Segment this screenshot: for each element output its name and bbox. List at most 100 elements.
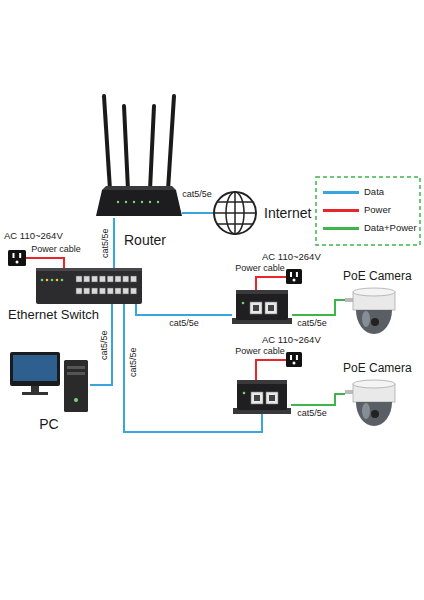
router-antenna: [124, 106, 128, 190]
power-outlet: AC 110~264V: [286, 352, 302, 367]
pc-drive-bay: [67, 366, 85, 369]
switch-port: [107, 276, 113, 282]
monitor-base: [22, 392, 48, 395]
camera-dome-highlight: [362, 403, 370, 419]
network-cable: [256, 360, 286, 380]
switch-port: [76, 288, 82, 294]
node-label: AC 110~264V: [4, 231, 63, 242]
camera-mount: [353, 380, 395, 388]
cable-label: Power cable: [234, 263, 286, 273]
power-outlet: AC 110~264V: [286, 269, 302, 284]
router-led: [117, 201, 119, 203]
outlet-slot: [296, 272, 298, 277]
cable-label: cat5/5e: [296, 408, 328, 418]
node-illustration: [10, 352, 90, 412]
router-led: [125, 201, 127, 203]
pc-computer: PC: [10, 352, 90, 412]
injector-port: [251, 392, 263, 404]
injector-port: [266, 392, 278, 404]
pc-power-button: [74, 398, 78, 402]
outlet-slot: [13, 253, 15, 258]
switch-led: [46, 279, 49, 282]
legend-label: Data: [364, 187, 384, 198]
node-illustration: [286, 352, 302, 367]
outlet-ground: [293, 362, 296, 365]
camera-dome: [356, 310, 392, 334]
node-illustration: [213, 191, 257, 235]
router-antenna: [150, 106, 154, 190]
node-label: Router: [124, 232, 166, 248]
node-label: Internet: [264, 205, 311, 221]
router-top: [102, 186, 176, 190]
cable-label: cat5/5e: [128, 346, 138, 378]
cable-label: cat5/5e: [168, 318, 200, 328]
camera-dome-highlight: [362, 311, 370, 327]
switch-port: [99, 276, 105, 282]
outlet-body: [286, 352, 302, 367]
switch-port: [99, 288, 105, 294]
switch-port: [92, 276, 98, 282]
switch-led: [61, 279, 64, 282]
router-led: [157, 201, 159, 203]
ethernet-switch: Ethernet Switch: [36, 268, 142, 304]
cable-label: cat5/5e: [100, 227, 110, 259]
injector-body: [237, 380, 287, 410]
router-led: [149, 201, 151, 203]
pc-drive-bay: [67, 372, 85, 375]
legend-label: Data+Power: [364, 223, 417, 234]
injector-port-socket: [268, 305, 274, 311]
globe-equator: [214, 212, 256, 214]
node-illustration: [286, 269, 302, 284]
switch-port: [123, 288, 129, 294]
camera-mount: [353, 288, 395, 296]
node-illustration: [8, 250, 26, 266]
network-cable: [291, 394, 345, 405]
node-label: PoE Camera: [343, 270, 412, 284]
switch-port: [84, 276, 90, 282]
network-cable: [292, 300, 345, 315]
outlet-slot: [290, 355, 292, 360]
injector-led: [243, 392, 246, 395]
monitor-stand: [31, 386, 39, 392]
power-outlet: AC 110~264V: [8, 250, 26, 266]
node-illustration: [233, 380, 291, 414]
injector-port: [250, 302, 262, 314]
globe-latitude: [217, 201, 253, 203]
outlet-slot: [290, 272, 292, 277]
globe-latitude: [217, 223, 253, 225]
poe-camera: PoE Camera: [345, 380, 403, 430]
switch-port: [76, 276, 82, 282]
node-illustration: [345, 380, 403, 430]
router-icon: Router: [96, 92, 182, 218]
legend-frame: [316, 177, 420, 245]
injector-body: [236, 290, 288, 320]
camera-lens: [371, 410, 379, 418]
injector-port-socket: [253, 305, 259, 311]
node-illustration: [36, 268, 142, 304]
node-illustration: [232, 290, 292, 324]
switch-port: [131, 276, 137, 282]
outlet-body: [286, 269, 302, 284]
internet-globe: Internet: [213, 191, 257, 235]
switch-body: [36, 268, 142, 304]
outlet-slot: [296, 355, 298, 360]
switch-port: [115, 288, 121, 294]
injector-port: [265, 302, 277, 314]
switch-port: [107, 288, 113, 294]
network-cable: [182, 212, 213, 214]
switch-port: [123, 276, 129, 282]
globe-outline: [214, 192, 256, 234]
router-body: [96, 190, 182, 216]
switch-port: [131, 288, 137, 294]
node-label: PC: [39, 416, 58, 432]
cable-group: [26, 213, 345, 432]
legend-swatch: [323, 209, 359, 212]
network-cable: [26, 258, 64, 268]
outlet-ground: [293, 279, 296, 282]
poe-injector: [233, 380, 291, 414]
switch-led: [41, 279, 44, 282]
legend-swatch: [323, 227, 359, 230]
monitor-screen: [13, 355, 57, 381]
switch-port: [84, 288, 90, 294]
